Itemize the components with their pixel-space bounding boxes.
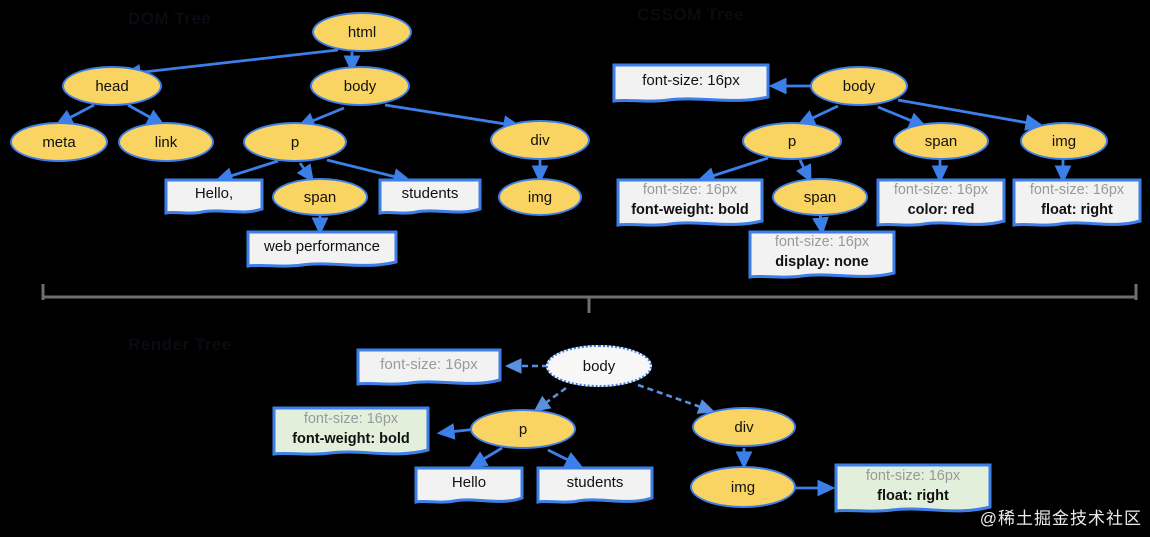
cssom-rule-img-float-lines: font-size: 16px float: right	[1012, 178, 1142, 232]
render-rule-body-line-1: font-size: 16px	[380, 355, 478, 373]
dom-node-meta[interactable]: meta	[10, 122, 108, 162]
cssom-rule-span-color-lines: font-size: 16px color: red	[876, 178, 1006, 232]
cssom-rule-p[interactable]: font-size: 16px font-weight: bold	[616, 178, 764, 232]
cssom-rule-span-display-line-1: font-size: 16px	[774, 234, 870, 251]
dom-text-students-label: students	[401, 184, 459, 202]
cssom-rule-p-line-1: font-size: 16px	[642, 182, 738, 199]
dom-node-div[interactable]: div	[490, 120, 590, 160]
cssom-rule-span-display[interactable]: font-size: 16px display: none	[748, 230, 896, 284]
cssom-rule-span-display-lines: font-size: 16px display: none	[748, 230, 896, 284]
dom-text-hello-label: Hello,	[194, 184, 234, 202]
cssom-node-p[interactable]: p	[742, 122, 842, 160]
watermark: @稀土掘金技术社区	[979, 509, 1142, 528]
cssom-node-span-2[interactable]: span	[772, 178, 868, 216]
render-rule-img[interactable]: font-size: 16px float: right	[834, 463, 992, 519]
doc-shape	[748, 230, 896, 279]
cssom-rule-img-float-line-2: float: right	[1041, 201, 1113, 218]
dom-node-img[interactable]: img	[498, 178, 582, 216]
dom-text-students[interactable]: students	[378, 178, 482, 218]
dom-node-span[interactable]: span	[272, 178, 368, 216]
render-rule-img-line-1: font-size: 16px	[865, 468, 961, 485]
render-rule-p[interactable]: font-size: 16px font-weight: bold	[272, 406, 430, 462]
cssom-rule-body[interactable]: font-size: 16px	[612, 63, 770, 107]
cssom-rule-p-lines: font-size: 16px font-weight: bold	[616, 178, 764, 232]
cssom-rule-span-color[interactable]: font-size: 16px color: red	[876, 178, 1006, 232]
doc-shape	[356, 348, 502, 386]
render-rule-img-line-2: float: right	[877, 487, 949, 504]
doc-shape	[834, 463, 992, 513]
cssom-node-span-1[interactable]: span	[893, 122, 989, 160]
doc-shape	[876, 178, 1006, 227]
cssom-tree-title: CSSOM Tree	[637, 5, 745, 24]
doc-shape	[272, 406, 430, 456]
doc-shape	[378, 178, 482, 215]
doc-shape	[414, 466, 524, 504]
render-text-students[interactable]: students	[536, 466, 654, 508]
cssom-rule-img-float-line-1: font-size: 16px	[1029, 182, 1125, 199]
render-node-p[interactable]: p	[470, 409, 576, 449]
render-node-body[interactable]: body	[546, 345, 652, 387]
render-text-students-label: students	[566, 473, 624, 491]
dom-text-web-performance[interactable]: web performance	[246, 230, 398, 272]
doc-shape	[164, 178, 264, 215]
cssom-rule-span-color-line-2: color: red	[907, 201, 975, 218]
render-text-hello-label: Hello	[451, 473, 487, 491]
render-rule-p-line-2: font-weight: bold	[292, 430, 410, 447]
dom-text-web-performance-label: web performance	[264, 237, 380, 255]
render-rule-body[interactable]: font-size: 16px	[356, 348, 502, 390]
cssom-node-body[interactable]: body	[810, 66, 908, 106]
cssom-rule-p-line-2: font-weight: bold	[631, 201, 749, 218]
render-rule-p-line-1: font-size: 16px	[303, 411, 399, 428]
render-rule-img-lines: font-size: 16px float: right	[834, 463, 992, 519]
doc-shape	[1012, 178, 1142, 227]
doc-shape	[616, 178, 764, 227]
dom-node-body[interactable]: body	[310, 66, 410, 106]
dom-node-p[interactable]: p	[243, 122, 347, 162]
doc-shape	[612, 63, 770, 103]
doc-shape	[536, 466, 654, 504]
cssom-node-img[interactable]: img	[1020, 122, 1108, 160]
render-rule-p-lines: font-size: 16px font-weight: bold	[272, 406, 430, 462]
dom-text-hello[interactable]: Hello,	[164, 178, 264, 218]
render-node-div[interactable]: div	[692, 407, 796, 447]
cssom-rule-img-float[interactable]: font-size: 16px float: right	[1012, 178, 1142, 232]
cssom-rule-body-line-1: font-size: 16px	[642, 71, 740, 89]
dom-node-html[interactable]: html	[312, 12, 412, 52]
dom-tree-title: DOM Tree	[128, 9, 212, 28]
cssom-rule-span-display-line-2: display: none	[775, 253, 869, 270]
render-text-hello[interactable]: Hello	[414, 466, 524, 508]
cssom-rule-span-color-line-1: font-size: 16px	[893, 182, 989, 199]
doc-shape	[246, 230, 398, 268]
render-node-img[interactable]: img	[690, 466, 796, 508]
render-tree-title: Render Tree	[128, 335, 232, 354]
dom-node-link[interactable]: link	[118, 122, 214, 162]
dom-node-head[interactable]: head	[62, 66, 162, 106]
